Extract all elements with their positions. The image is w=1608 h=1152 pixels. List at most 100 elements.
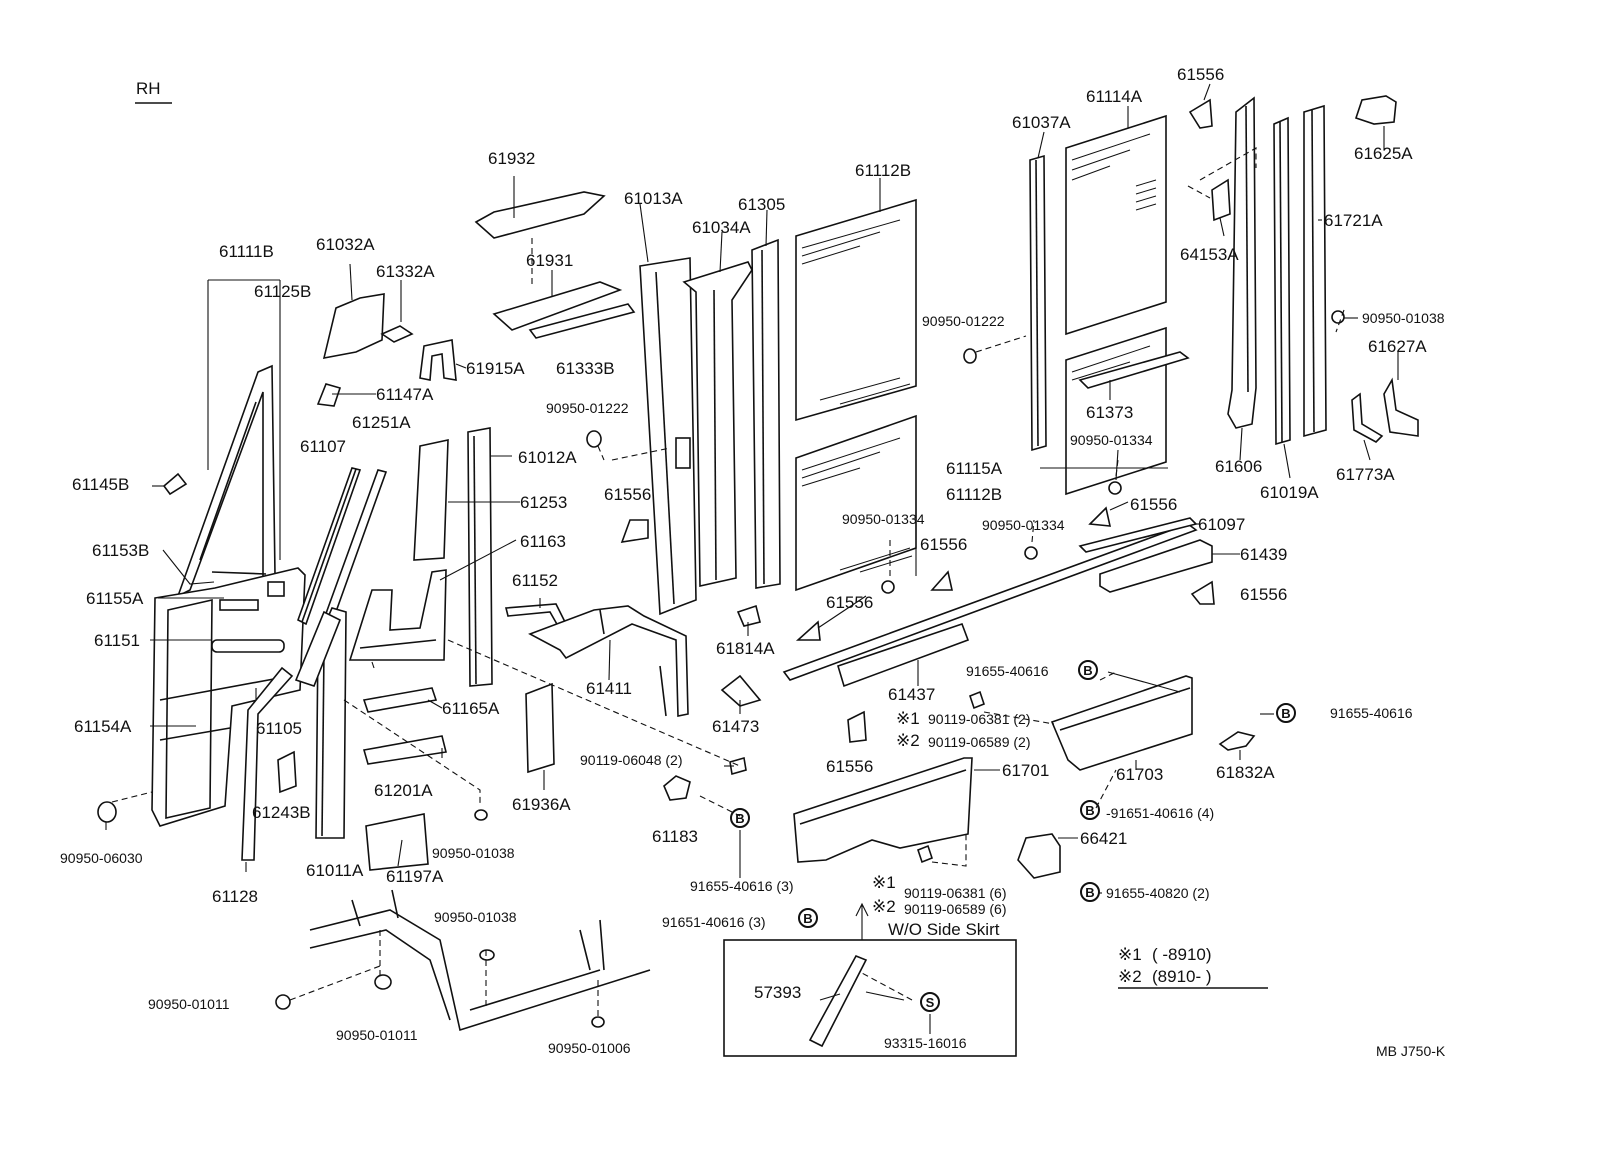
label-61145B: 61145B [72, 475, 130, 494]
label-61114A: 61114A [1086, 87, 1143, 106]
part-61183 [663, 775, 691, 801]
mark2-a: ※2 [896, 731, 920, 750]
label-61097: 61097 [1198, 515, 1246, 534]
part-90950-01334-b [881, 580, 895, 594]
label-61011A: 61011A [306, 861, 364, 880]
label-90950-01038-r: 90950-01038 [1362, 310, 1445, 326]
part-61011A [294, 607, 347, 839]
wo-side-skirt-label: W/O Side Skirt [888, 920, 1000, 939]
side-label: RH [136, 79, 161, 98]
part-61915A [419, 339, 457, 381]
screw-mark-s: S [920, 992, 940, 1012]
label-61721A: 61721A [1324, 211, 1383, 230]
bolt-mark-b: B [1080, 882, 1100, 902]
label-61931: 61931 [526, 251, 574, 270]
label-90950-01011-a: 90950-01011 [148, 996, 230, 1012]
part-61932 [474, 191, 606, 239]
part-90950-01038-a [474, 809, 488, 821]
label-90950-01334-b: 90950-01334 [842, 511, 925, 527]
label-61152: 61152 [512, 571, 559, 590]
part-61197A [365, 813, 429, 871]
part-90950-01038-r [1331, 310, 1345, 324]
part-61627A [1383, 377, 1419, 437]
label-61128: 61128 [212, 887, 259, 906]
part-61556-f [1088, 506, 1112, 527]
floor-section [275, 889, 651, 1032]
label-61556-g: 61556 [1240, 585, 1288, 604]
label-61183: 61183 [652, 827, 699, 846]
part-61107 [297, 467, 362, 626]
part-61411 [528, 605, 689, 717]
label-64153A: 64153A [1180, 245, 1239, 264]
bolt-mark-b: B [1078, 660, 1098, 680]
part-90119-06381-2 [969, 690, 985, 710]
label-61112B-mid: 61112B [946, 485, 1003, 504]
label-61936A: 61936A [512, 795, 571, 814]
label-90950-01222-r: 90950-01222 [922, 313, 1005, 329]
label-66421: 66421 [1080, 829, 1128, 848]
label-91651-40616-3: 91651-40616 (3) [662, 914, 766, 930]
label-61034A: 61034A [692, 218, 751, 237]
part-61032A [322, 293, 385, 360]
part-61012A [467, 427, 493, 687]
label-61473: 61473 [712, 717, 760, 736]
leader-lines [105, 83, 1399, 1034]
label-90950-01038-a: 90950-01038 [432, 845, 515, 861]
label-61037A: 61037A [1012, 113, 1071, 132]
bolt-mark-b: B [798, 908, 818, 928]
label-61151: 61151 [94, 631, 141, 650]
label-61332A: 61332A [376, 262, 435, 281]
label-61163: 61163 [520, 532, 567, 551]
legend-mark2: ※2 [1118, 967, 1142, 986]
label-61305: 61305 [738, 195, 786, 214]
bolt-mark-b: B [1276, 703, 1296, 723]
legend-mark1-range: ( -8910) [1152, 945, 1212, 964]
label-61411: 61411 [586, 679, 633, 698]
part-61333B [528, 303, 636, 339]
part-61701 [793, 757, 973, 863]
window-61112B-mid [795, 414, 917, 592]
part-61305 [751, 238, 781, 589]
part-61931 [492, 281, 623, 331]
part-61606 [1227, 96, 1257, 429]
mark1-b: ※1 [872, 873, 896, 892]
label-91655-40616-3: 91655-40616 (3) [690, 878, 794, 894]
label-90119-06589-2: 90119-06589 (2) [928, 734, 1031, 750]
label-61019A: 61019A [1260, 483, 1319, 502]
label-61773A: 61773A [1336, 465, 1395, 484]
bolt-mark-b: B [1080, 800, 1100, 820]
label-61556-top: 61556 [1177, 65, 1225, 84]
label-61147A: 61147A [376, 385, 434, 404]
label-61032A: 61032A [316, 235, 375, 254]
part-57393 [808, 954, 868, 1048]
part-90950-01334-a [1108, 481, 1122, 495]
part-61556-l [620, 519, 649, 543]
label-61556-l: 61556 [604, 485, 652, 504]
part-61439 [1099, 539, 1213, 593]
part-61936A [525, 682, 555, 774]
mark1-a: ※1 [896, 709, 920, 728]
part-61034A [682, 261, 753, 587]
label-61439: 61439 [1240, 545, 1288, 564]
part-61773A [1351, 392, 1384, 443]
label-91655-40820: 91655-40820 (2) [1106, 885, 1210, 901]
door-window-frame [176, 364, 276, 598]
part-61437 [782, 523, 1198, 688]
label-61013A: 61013A [624, 189, 683, 208]
label-90119-06381-2: 90119-06381 (2) [928, 711, 1031, 727]
label-61153B: 61153B [92, 541, 150, 560]
label-61606: 61606 [1215, 457, 1263, 476]
part-66421 [1017, 833, 1061, 879]
part-61147A [316, 383, 342, 407]
label-61243B: 61243B [252, 803, 311, 822]
part-61163 [348, 569, 447, 661]
label-61701: 61701 [1002, 761, 1050, 780]
part-61556-c [795, 620, 821, 641]
part-64153A [1211, 178, 1231, 222]
label-90950-01334-a: 90950-01334 [1070, 432, 1153, 448]
window-61112B-top [795, 198, 917, 422]
part-61201A [362, 735, 447, 765]
label-57393: 57393 [754, 983, 802, 1002]
